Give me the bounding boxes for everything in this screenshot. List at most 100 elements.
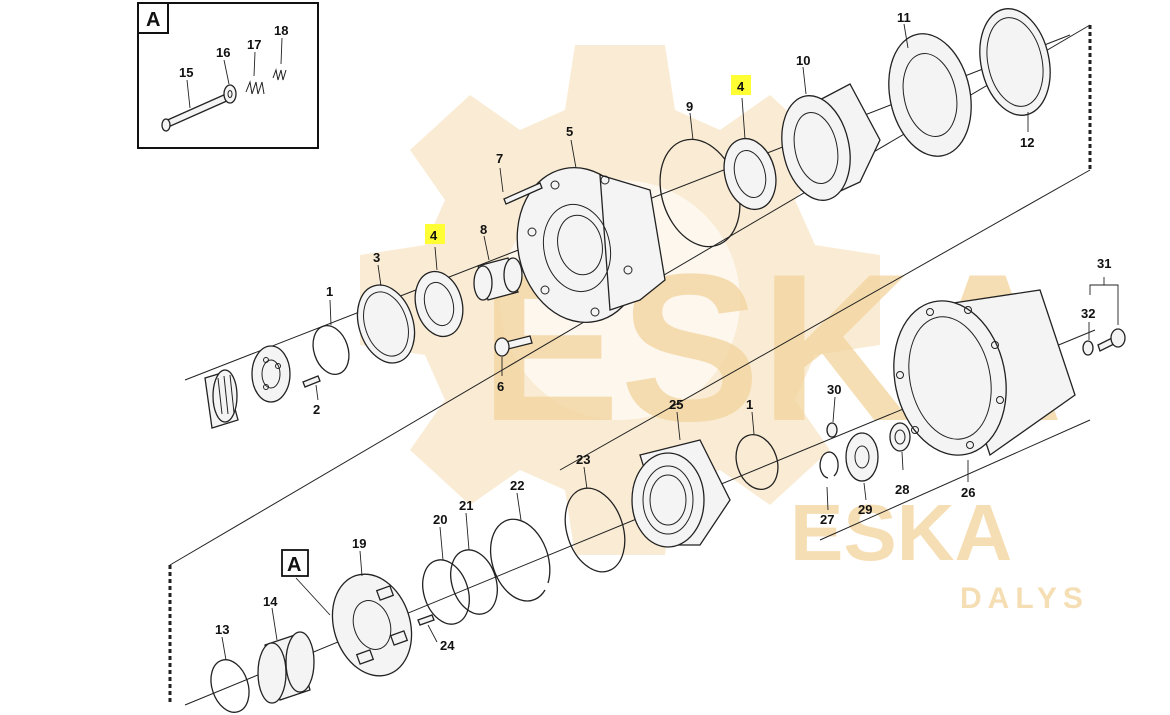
detail-ref-label: A xyxy=(287,554,301,576)
part-4-bearing-upper xyxy=(723,137,777,211)
callout-19: 19 xyxy=(352,536,366,551)
callout-26: 26 xyxy=(961,485,975,500)
leader-21 xyxy=(465,512,470,551)
callout-32: 32 xyxy=(1081,306,1095,321)
leader-1b xyxy=(751,411,755,435)
part-1-oring-lower xyxy=(735,434,779,490)
callout-20: 20 xyxy=(433,512,447,527)
part-30-washer xyxy=(826,422,838,438)
part-17-spring xyxy=(245,80,265,95)
callout-29: 29 xyxy=(858,502,872,517)
detail-box-tag xyxy=(137,2,169,34)
leader-16 xyxy=(223,59,230,85)
callout-3: 3 xyxy=(373,250,380,265)
callout-4b: 4 xyxy=(737,79,745,94)
leader-1a xyxy=(329,299,332,326)
part-13-oring xyxy=(210,659,250,713)
callout-21: 21 xyxy=(459,498,473,513)
leader-25 xyxy=(676,411,681,441)
highlight-4a xyxy=(425,224,445,244)
detail-ref-a: A xyxy=(281,549,331,616)
part-flange xyxy=(251,345,291,403)
leader-28 xyxy=(901,451,904,471)
callout-4a: 4 xyxy=(430,228,438,243)
leader-17 xyxy=(253,51,256,77)
leader-9 xyxy=(689,112,694,141)
leader-3 xyxy=(377,264,382,287)
callout-30: 30 xyxy=(827,382,841,397)
callout-13: 13 xyxy=(215,622,229,637)
part-32-washer xyxy=(1082,340,1094,356)
part-12-disc xyxy=(979,8,1051,116)
part-28-bearing xyxy=(889,422,911,452)
leader-30 xyxy=(832,396,836,423)
part-31-bolt xyxy=(1097,328,1126,352)
callout-14: 14 xyxy=(263,594,278,609)
part-16-washer xyxy=(223,84,237,104)
part-7-bolt xyxy=(503,182,543,205)
part-5-hub xyxy=(516,166,666,324)
callout-25: 25 xyxy=(669,397,683,412)
callout-9: 9 xyxy=(686,99,693,114)
leader-10 xyxy=(802,66,807,95)
leader-2 xyxy=(315,384,319,401)
leader-19 xyxy=(359,550,363,577)
callout-6: 6 xyxy=(497,379,504,394)
part-29-gear xyxy=(845,432,879,482)
detail-box-frame xyxy=(137,2,319,149)
callout-5: 5 xyxy=(566,124,573,139)
leader-22 xyxy=(516,492,522,521)
part-20-ring xyxy=(422,559,470,625)
part-1-oring xyxy=(312,325,350,375)
callout-1b: 1 xyxy=(746,397,753,412)
watermark-brand-small: ESKA xyxy=(790,488,1012,577)
callout-23: 23 xyxy=(576,452,590,467)
callout-11: 11 xyxy=(897,10,911,25)
leader-27 xyxy=(826,486,829,511)
part-6-bolt xyxy=(494,335,533,357)
part-14-ring-gear xyxy=(257,631,315,704)
highlight-4b xyxy=(731,75,751,95)
callout-1a: 1 xyxy=(326,284,333,299)
part-11-disc xyxy=(888,33,972,157)
part-21-ring xyxy=(450,549,498,615)
leader-7 xyxy=(499,167,504,193)
detail-ref-leader xyxy=(295,577,331,616)
part-19-carrier xyxy=(331,573,413,677)
part-3-seal xyxy=(356,284,416,364)
leader-15 xyxy=(186,79,191,109)
part-26-drum xyxy=(893,289,1076,457)
callout-15: 15 xyxy=(179,65,193,80)
leader-4b xyxy=(741,97,746,140)
detail-box-label: A xyxy=(146,9,160,31)
leader-24 xyxy=(427,624,438,643)
part-22-snap-ring xyxy=(489,518,551,602)
part-25-housing xyxy=(631,439,731,548)
callout-17: 17 xyxy=(247,37,261,52)
detail-box-a: A 15 16 17 18 xyxy=(137,2,319,149)
callout-12: 12 xyxy=(1020,135,1034,150)
callout-16: 16 xyxy=(216,45,230,60)
callout-8: 8 xyxy=(480,222,487,237)
callout-27: 27 xyxy=(820,512,834,527)
callout-31: 31 xyxy=(1097,256,1111,271)
part-shaft xyxy=(204,369,239,429)
callout-22: 22 xyxy=(510,478,524,493)
part-8-bushing xyxy=(473,257,523,301)
callout-28: 28 xyxy=(895,482,909,497)
part-2-bolt xyxy=(302,375,321,388)
part-23-ring xyxy=(564,487,626,573)
leader-20 xyxy=(439,526,444,561)
callout-7: 7 xyxy=(496,151,503,166)
leader-14 xyxy=(271,607,278,641)
watermark-tagline: DALYS xyxy=(960,582,1089,615)
leader-5 xyxy=(570,139,577,169)
leader-13 xyxy=(221,636,227,661)
callout-2: 2 xyxy=(313,402,320,417)
callout-24: 24 xyxy=(440,638,455,653)
callout-18: 18 xyxy=(274,23,288,38)
part-24-pin xyxy=(417,614,435,626)
frame-diagonal-mid xyxy=(559,169,1091,471)
leader-4a xyxy=(434,246,438,271)
